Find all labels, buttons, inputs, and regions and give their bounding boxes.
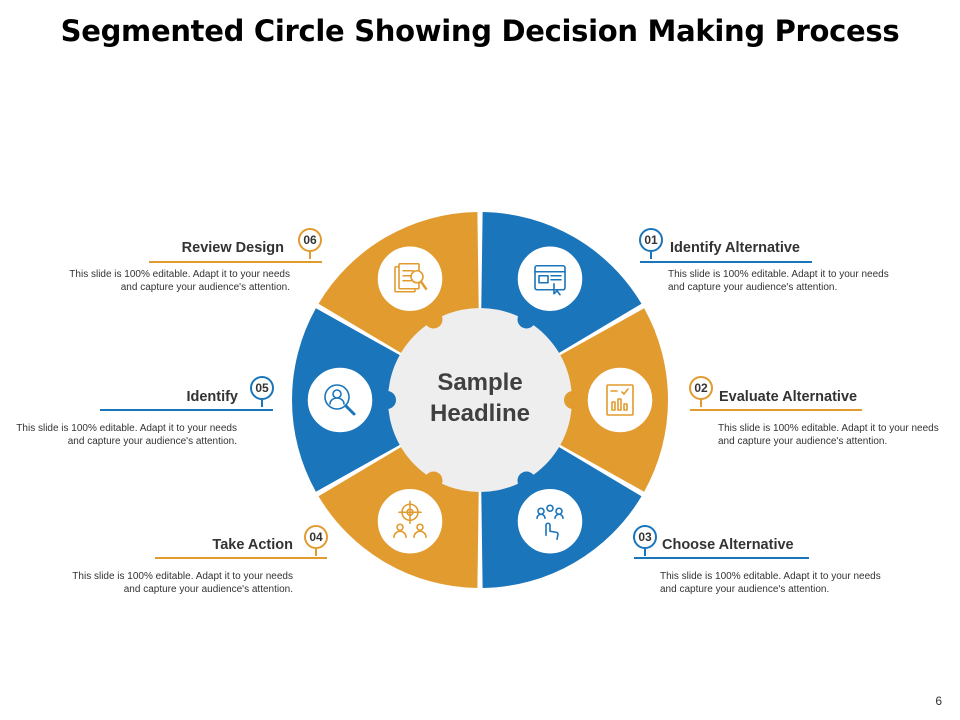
step-05-pin — [261, 400, 263, 407]
step-05-rule — [100, 409, 273, 411]
step-02-rule — [690, 409, 862, 411]
page-number: 6 — [935, 694, 942, 708]
icon-circle-03 — [516, 487, 584, 555]
step-04-label: Take Action — [212, 537, 293, 553]
step-01-badge: 01 — [639, 228, 663, 259]
magnifier-person-icon — [324, 384, 356, 416]
step-06-description: This slide is 100% editable. Adapt it to… — [69, 269, 290, 293]
center-circle — [388, 308, 572, 492]
step-06-rule — [149, 261, 322, 263]
step-06-number: 06 — [303, 233, 317, 247]
step-02-description: This slide is 100% editable. Adapt it to… — [718, 423, 939, 447]
step-01-number: 01 — [644, 233, 658, 247]
step-04-pin — [315, 549, 317, 556]
step-03-pin — [644, 549, 646, 556]
step-05-label: Identify — [186, 389, 238, 405]
icon-circle-01 — [516, 245, 584, 313]
puzzle-knob-05 — [378, 391, 396, 409]
step-02-label: Evaluate Alternative — [719, 389, 858, 405]
step-06-label: Review Design — [181, 240, 284, 256]
step-01-rule — [640, 261, 812, 263]
icon-circle-02 — [586, 366, 654, 434]
step-01-label: Identify Alternative — [670, 240, 800, 256]
step-06-pin — [309, 252, 311, 259]
step-03-rule — [634, 557, 809, 559]
step-04-rule — [155, 557, 327, 559]
step-05-badge: 05 — [250, 376, 274, 407]
step-01-description: This slide is 100% editable. Adapt it to… — [668, 269, 889, 293]
step-03-description: This slide is 100% editable. Adapt it to… — [660, 571, 881, 595]
center-headline-line1: Sample — [437, 369, 523, 396]
step-02-pin — [700, 400, 702, 407]
step-03-label: Choose Alternative — [662, 537, 794, 553]
step-02-number: 02 — [694, 381, 708, 395]
step-01-pin — [650, 252, 652, 259]
hand-choosing-people-icon — [536, 504, 564, 541]
puzzle-knob-06 — [424, 310, 443, 329]
step-04-description: This slide is 100% editable. Adapt it to… — [72, 571, 293, 595]
slide-title: Segmented Circle Showing Decision Making… — [60, 14, 900, 48]
step-03-badge: 03 — [633, 525, 657, 556]
evaluation-chart-icon — [606, 384, 634, 416]
browser-window-icon — [534, 264, 566, 296]
target-team-icon — [393, 500, 427, 539]
icon-circle-05 — [306, 366, 374, 434]
center-headline: Sample Headline — [392, 367, 568, 429]
step-03-number: 03 — [638, 530, 652, 544]
puzzle-knobs — [378, 310, 582, 490]
document-review-icon — [394, 262, 428, 293]
step-05-description: This slide is 100% editable. Adapt it to… — [16, 423, 237, 447]
step-04-number: 04 — [309, 530, 323, 544]
step-04-badge: 04 — [304, 525, 328, 556]
puzzle-knob-01 — [517, 310, 536, 329]
center-headline-line2: Headline — [429, 400, 531, 427]
puzzle-knob-04 — [424, 471, 443, 490]
step-05-number: 05 — [255, 381, 269, 395]
puzzle-knob-03 — [517, 471, 536, 490]
step-02-badge: 02 — [689, 376, 713, 407]
puzzle-knob-02 — [564, 391, 582, 409]
segment-icons — [306, 245, 654, 555]
step-06-badge: 06 — [298, 228, 322, 259]
